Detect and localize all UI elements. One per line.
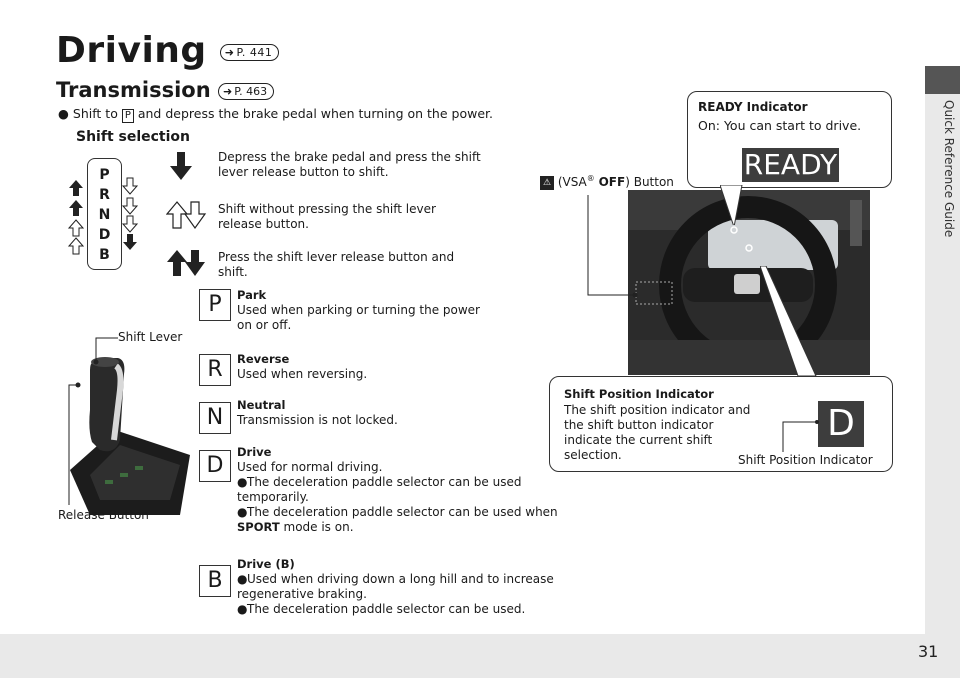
- solid-up-arrow-icon: [69, 200, 83, 216]
- bullet-icon: ●: [237, 602, 248, 616]
- dashboard-illustration: [628, 190, 870, 375]
- solid-down-arrow-icon: [123, 234, 137, 250]
- page-title: Driving ➜P. 441: [56, 30, 280, 71]
- shift-indicator-pointer: [760, 266, 817, 377]
- gear-letter: N: [98, 207, 111, 223]
- bullet-icon: ●: [237, 505, 248, 519]
- arrow-right-icon: ➜: [224, 45, 235, 59]
- legend-solid-pair-text: Press the shift lever release button and…: [218, 250, 455, 279]
- page-title-text: Driving: [56, 30, 207, 71]
- shift-lever-illustration: [68, 337, 190, 515]
- vsa-icon: ⚠: [540, 175, 554, 190]
- park-description: Park Used when parking or turning the po…: [237, 288, 480, 332]
- gear-letter: P: [99, 167, 110, 183]
- shift-indicator-label: Shift Position Indicator: [738, 453, 873, 467]
- release-button-label: Release Button: [58, 508, 149, 522]
- drive-b-position-icon: B: [199, 565, 231, 597]
- shift-lever-label: Shift Lever: [118, 330, 183, 344]
- outline-down-arrow-icon: [121, 215, 139, 233]
- honda-logo-icon: [734, 274, 760, 294]
- legend-arrows: [166, 152, 207, 276]
- outline-up-arrow-icon: [166, 201, 189, 229]
- shift-lever-point: [93, 359, 99, 365]
- solid-down-arrow-icon: [185, 250, 205, 276]
- ready-pointer: [720, 185, 743, 225]
- outline-down-arrow-icon: [121, 197, 139, 215]
- page-reference-link[interactable]: ➜P. 441: [219, 43, 280, 61]
- page-number: 31: [918, 642, 939, 661]
- vsa-leader-line: [587, 195, 638, 298]
- drive-b-description: Drive (B) ●Used when driving down a long…: [237, 557, 554, 616]
- bullet-icon: ●: [237, 475, 248, 489]
- gear-arrows-diagram: [67, 177, 139, 255]
- vsa-off-button-label: ⚠ (VSA® OFF) Button: [540, 171, 674, 190]
- solid-down-arrow-icon: [170, 152, 192, 180]
- sidebar-tab-marker: [925, 66, 960, 94]
- gear-letter: B: [99, 247, 110, 263]
- park-position-icon: P: [199, 289, 231, 321]
- reverse-position-icon: R: [199, 354, 231, 386]
- solid-up-arrow-icon: [167, 250, 187, 276]
- shift-position-indicator-callout: Shift Position Indicator The shift posit…: [549, 376, 893, 472]
- outline-down-arrow-icon: [121, 177, 139, 195]
- park-key-icon: P: [121, 109, 134, 123]
- gear-pattern-diagram: P R N D B: [87, 158, 122, 270]
- section-title-text: Transmission: [56, 78, 211, 102]
- solid-up-arrow-icon: [69, 180, 83, 196]
- shift-selection-heading: Shift selection: [76, 129, 191, 145]
- neutral-position-icon: N: [199, 402, 231, 434]
- gear-letter: R: [99, 187, 110, 203]
- ready-indicator-callout: READY Indicator On: You can start to dri…: [687, 91, 892, 188]
- shift-indicator-display: D: [818, 401, 864, 447]
- lever-button-marks: [105, 466, 143, 484]
- section-reference-link[interactable]: ➜P. 463: [217, 82, 275, 100]
- outline-up-arrow-icon: [67, 219, 85, 237]
- reverse-description: Reverse Used when reversing.: [237, 352, 368, 381]
- legend-solid-down-text: Depress the brake pedal and press the sh…: [218, 150, 481, 179]
- bullet-icon: ●: [237, 572, 248, 586]
- bullet-icon: ●: [58, 106, 69, 121]
- outline-down-arrow-icon: [183, 201, 207, 230]
- power-instruction: ● Shift to P and depress the brake pedal…: [58, 106, 493, 123]
- sidebar-tab: [925, 66, 960, 634]
- section-title: Transmission ➜P. 463: [56, 78, 275, 102]
- neutral-description: Neutral Transmission is not locked.: [237, 398, 398, 427]
- footer-band: [0, 634, 960, 678]
- ready-display: READY: [742, 148, 839, 182]
- arrow-right-icon: ➜: [222, 84, 233, 98]
- indicator-leader: [782, 420, 819, 452]
- sidebar-label: Quick Reference Guide: [942, 100, 956, 238]
- outline-up-arrow-icon: [67, 237, 85, 255]
- drive-position-icon: D: [199, 450, 231, 482]
- gear-letter: D: [98, 227, 111, 243]
- legend-outline-text: Shift without pressing the shift lever r…: [218, 202, 436, 231]
- drive-description: Drive Used for normal driving. ●The dece…: [237, 445, 558, 534]
